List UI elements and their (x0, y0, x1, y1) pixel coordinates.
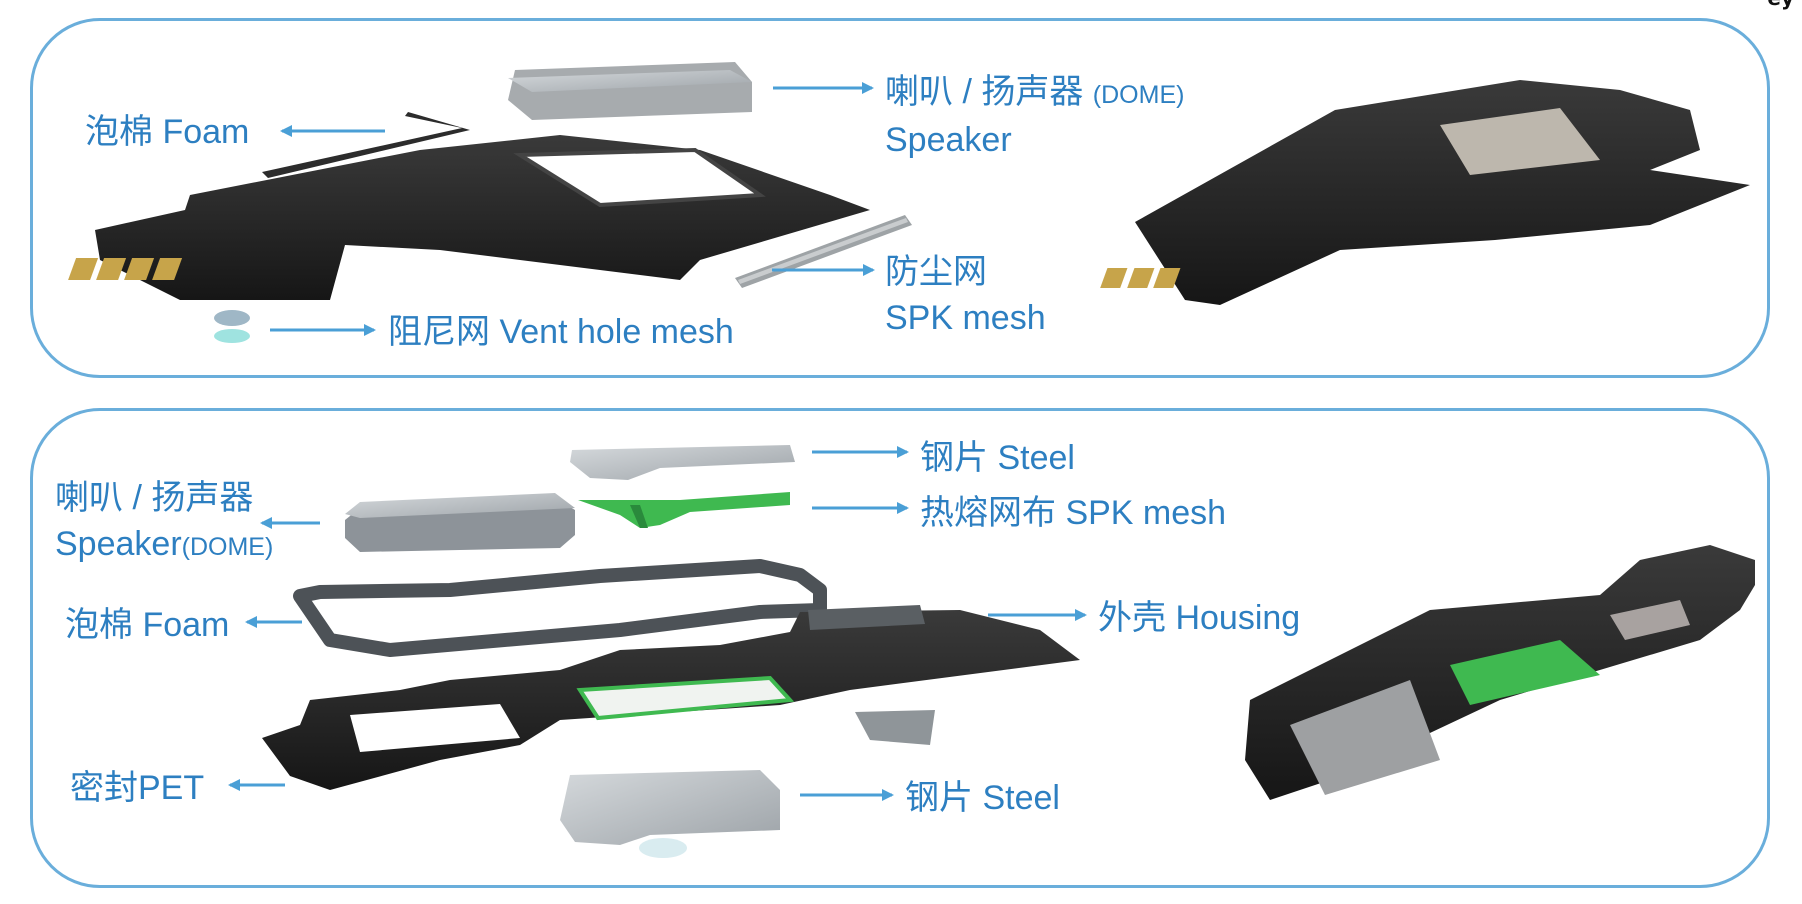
label-top-speaker-dome: (DOME) (1092, 81, 1185, 109)
label-top-dust-cn: 防尘网 (885, 253, 987, 291)
label-bottom-speaker-en: Speaker (55, 525, 182, 563)
label-top-speaker: 喇叭 / 扬声器 (DOME) (885, 72, 1184, 115)
label-bottom-steel-bottom: 钢片 Steel (905, 779, 1060, 817)
label-bottom-housing: 外壳 Housing (1098, 599, 1301, 637)
label-bottom-mesh: 热熔网布 SPK mesh (920, 494, 1227, 532)
top-speaker-part (508, 62, 752, 120)
bottom-assembled-speaker-box (1245, 545, 1755, 800)
label-top-speaker-cn: 喇叭 / 扬声器 (885, 73, 1084, 111)
label-top-dust-en: SPK mesh (885, 299, 1046, 337)
bottom-panel-frame (30, 408, 1770, 888)
top-foam-part (262, 112, 470, 178)
label-bottom-speaker-dome: (DOME) (181, 533, 274, 561)
label-top-speaker-en: Speaker (885, 121, 1012, 159)
bottom-mesh-part (578, 492, 790, 528)
bottom-steel-bottom-part (560, 770, 780, 858)
bottom-speaker-part (345, 493, 575, 552)
label-top-vent: 阻尼网 Vent hole mesh (388, 313, 734, 351)
label-bottom-foam: 泡棉 Foam (65, 606, 230, 644)
top-panel-frame (30, 18, 1770, 378)
top-housing-part (68, 135, 870, 300)
corner-mark: ey (1767, 0, 1794, 10)
label-bottom-speaker-cn: 喇叭 / 扬声器 (55, 479, 254, 517)
label-bottom-pet: 密封PET (70, 769, 205, 807)
bottom-steel-top-part (570, 445, 795, 480)
label-top-foam: 泡棉 Foam (85, 113, 250, 151)
bottom-foam-part (293, 559, 827, 657)
label-bottom-speaker: Speaker(DOME) (55, 524, 273, 567)
bottom-steel-side-part (855, 710, 935, 745)
bottom-housing-part (262, 605, 1080, 790)
top-assembled-speaker-box (1100, 80, 1750, 305)
top-vent-mesh-part (214, 310, 250, 343)
label-bottom-steel-top: 钢片 Steel (920, 439, 1075, 477)
